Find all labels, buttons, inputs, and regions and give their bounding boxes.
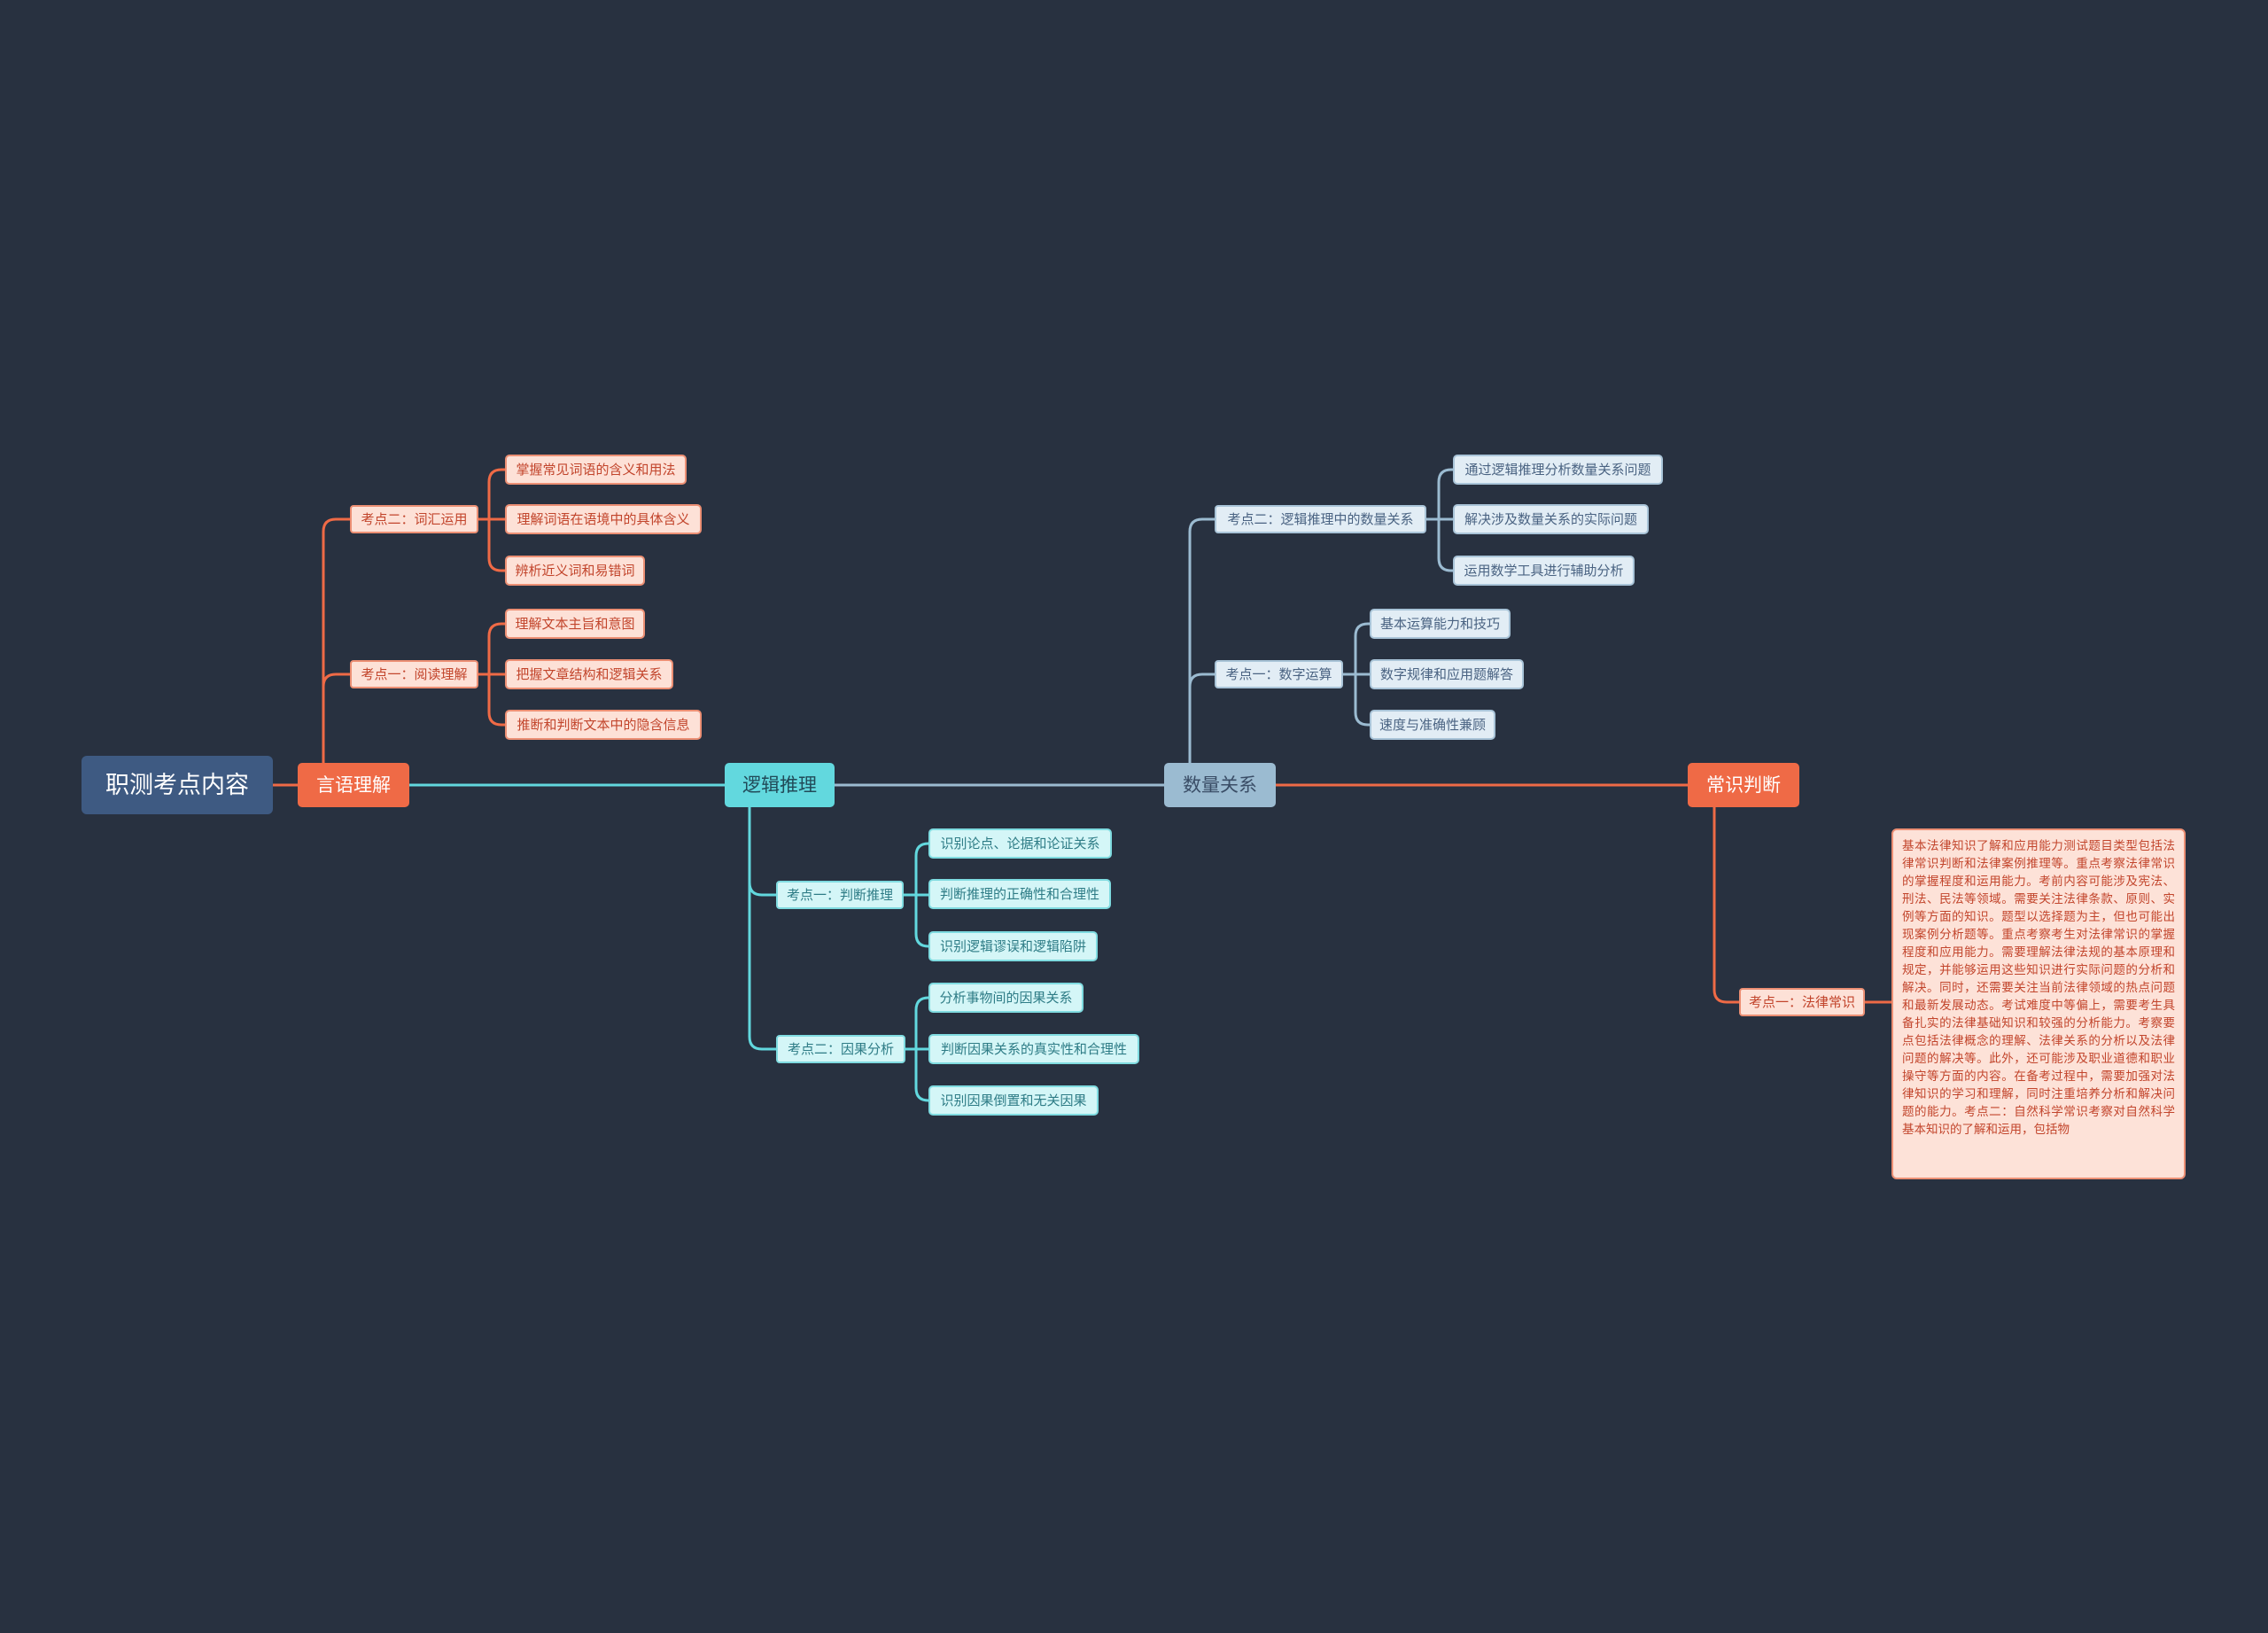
leaf-item[interactable]: 把握文章结构和逻辑关系 xyxy=(505,659,673,689)
subtopic-causal[interactable]: 考点二：因果分析 xyxy=(776,1035,905,1063)
leaf-item[interactable]: 基本运算能力和技巧 xyxy=(1370,609,1511,639)
topic-logic[interactable]: 逻辑推理 xyxy=(725,763,835,807)
link-language-sub1-leaves xyxy=(478,468,505,572)
topic-common[interactable]: 常识判断 xyxy=(1688,763,1799,807)
subtopic-reading[interactable]: 考点一：阅读理解 xyxy=(350,660,478,688)
leaf-item[interactable]: 运用数学工具进行辅助分析 xyxy=(1453,556,1635,586)
subtopic-vocabulary[interactable]: 考点二：词汇运用 xyxy=(350,505,478,533)
law-note-textbox[interactable]: 基本法律知识了解和应用能力测试题目类型包括法律常识判断和法律案例推理等。重点考察… xyxy=(1891,828,2186,1179)
leaf-item[interactable]: 数字规律和应用题解答 xyxy=(1370,659,1524,689)
link-quantity-sub2-leaves xyxy=(1343,622,1370,727)
link-logic-sub1-leaves xyxy=(904,842,929,948)
leaf-item[interactable]: 解决涉及数量关系的实际问题 xyxy=(1453,504,1649,534)
link-language-sub2-leaves xyxy=(478,622,505,727)
leaf-item[interactable]: 识别论点、论据和论证关系 xyxy=(928,828,1112,859)
subtopic-logic-quantity[interactable]: 考点二：逻辑推理中的数量关系 xyxy=(1215,505,1426,533)
leaf-item[interactable]: 判断推理的正确性和合理性 xyxy=(928,879,1111,909)
link-logic-sub2-leaves xyxy=(905,996,929,1102)
leaf-item[interactable]: 速度与准确性兼顾 xyxy=(1370,710,1495,740)
link-language-sub xyxy=(322,517,350,763)
link-logic-sub xyxy=(748,807,776,1051)
leaf-item[interactable]: 判断因果关系的真实性和合理性 xyxy=(928,1034,1139,1064)
link-common-sub xyxy=(1713,807,1739,1004)
leaf-item[interactable]: 识别逻辑谬误和逻辑陷阱 xyxy=(928,931,1098,961)
subtopic-number-calc[interactable]: 考点一：数字运算 xyxy=(1215,660,1343,688)
link-quantity-sub xyxy=(1188,517,1215,763)
leaf-item[interactable]: 通过逻辑推理分析数量关系问题 xyxy=(1453,455,1663,485)
leaf-item[interactable]: 掌握常见词语的含义和用法 xyxy=(505,455,687,485)
leaf-item[interactable]: 理解词语在语境中的具体含义 xyxy=(505,504,702,534)
leaf-item[interactable]: 辨析近义词和易错词 xyxy=(505,556,645,586)
leaf-item[interactable]: 推断和判断文本中的隐含信息 xyxy=(505,710,702,740)
leaf-item[interactable]: 识别因果倒置和无关因果 xyxy=(928,1085,1099,1116)
subtopic-law[interactable]: 考点一：法律常识 xyxy=(1739,988,1865,1016)
topic-quantity[interactable]: 数量关系 xyxy=(1164,763,1276,807)
link-quantity-sub1-leaves xyxy=(1426,468,1453,572)
leaf-item[interactable]: 理解文本主旨和意图 xyxy=(505,609,645,639)
root-node[interactable]: 职测考点内容 xyxy=(82,756,273,814)
topic-language[interactable]: 言语理解 xyxy=(298,763,409,807)
leaf-item[interactable]: 分析事物间的因果关系 xyxy=(928,983,1084,1013)
subtopic-judgement[interactable]: 考点一：判断推理 xyxy=(776,881,904,909)
